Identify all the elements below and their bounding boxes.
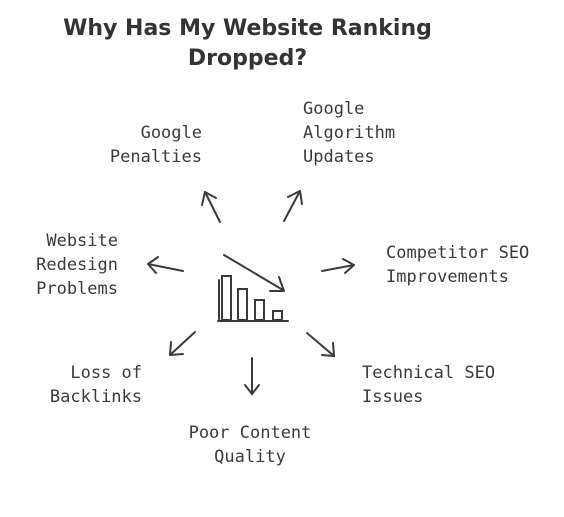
title-line-1: Why Has My Website Ranking (63, 16, 432, 41)
cause-line: Loss of (70, 363, 142, 383)
title-line-2: Dropped? (187, 46, 308, 71)
cause-line: Google (140, 123, 202, 143)
cause-line: Quality (214, 447, 286, 467)
cause-google-penalties: Google Penalties (80, 121, 202, 169)
chart-bar-2 (237, 288, 248, 321)
cause-competitor-seo-improvements: Competitor SEO Improvements (386, 241, 546, 289)
arrow-to-google-algorithm-updates (283, 190, 303, 222)
arrow-to-loss-of-backlinks (169, 331, 196, 356)
declining-bar-chart-icon (217, 254, 289, 322)
cause-google-algorithm-updates: Google Algorithm Updates (303, 97, 413, 169)
cause-line: Issues (362, 387, 424, 407)
cause-line: Improvements (386, 267, 509, 287)
diagram-title: Why Has My Website Ranking Dropped? (40, 14, 455, 74)
chart-bar-3 (254, 299, 265, 321)
arrow-to-technical-seo-issues (306, 332, 335, 357)
cause-line: Google (303, 99, 365, 119)
cause-poor-content-quality: Poor Content Quality (168, 421, 332, 469)
cause-line: Updates (303, 147, 375, 167)
cause-line: Redesign (36, 255, 118, 275)
cause-line: Penalties (109, 147, 202, 167)
trend-line (223, 254, 284, 291)
arrow-to-competitor-seo-improvements (321, 258, 355, 274)
cause-line: Algorithm (303, 123, 396, 143)
cause-line: Competitor SEO (386, 243, 530, 263)
trend-arrowhead (269, 276, 285, 292)
cause-line: Technical SEO (362, 363, 496, 383)
cause-loss-of-backlinks: Loss of Backlinks (20, 361, 142, 409)
cause-line: Problems (36, 279, 118, 299)
cause-website-redesign-problems: Website Redesign Problems (10, 229, 118, 301)
arrow-to-poor-content-quality (244, 357, 260, 395)
cause-line: Website (46, 231, 118, 251)
cause-technical-seo-issues: Technical SEO Issues (362, 361, 522, 409)
arrow-to-google-penalties (201, 191, 221, 223)
chart-bar-1 (221, 275, 232, 321)
arrow-to-website-redesign-problems (147, 256, 184, 274)
cause-line: Poor Content (188, 423, 312, 443)
cause-line: Backlinks (49, 387, 142, 407)
chart-bar-4 (272, 310, 283, 321)
